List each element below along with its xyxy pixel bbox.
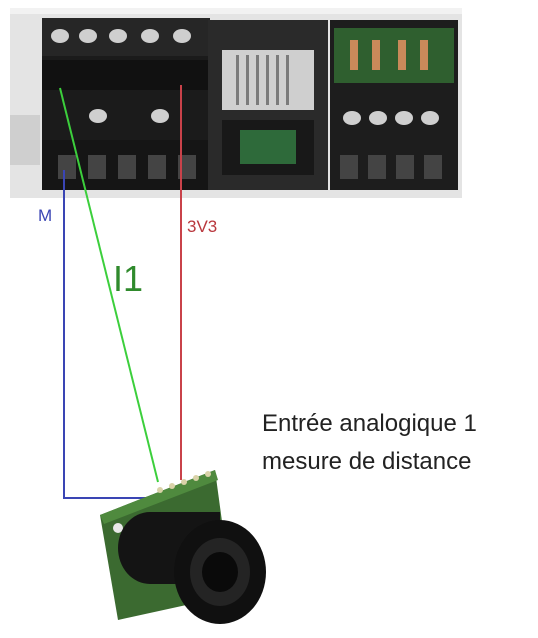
description-line-2: mesure de distance <box>262 448 472 475</box>
wire-i1 <box>59 87 159 483</box>
wires <box>59 85 182 499</box>
ultrasonic-sensor <box>100 470 266 624</box>
rj45-port <box>208 20 328 190</box>
controller-board <box>10 8 462 198</box>
description: Entrée analogique 1 mesure de distance <box>262 405 477 481</box>
wire-m <box>63 170 150 499</box>
description-line-1: Entrée analogique 1 <box>262 410 477 437</box>
label-i1: I1 <box>113 258 144 299</box>
terminal-block-right <box>330 20 458 190</box>
label-m: M <box>38 206 53 225</box>
label-3v3: 3V3 <box>187 217 218 236</box>
terminal-block-left <box>42 18 210 190</box>
